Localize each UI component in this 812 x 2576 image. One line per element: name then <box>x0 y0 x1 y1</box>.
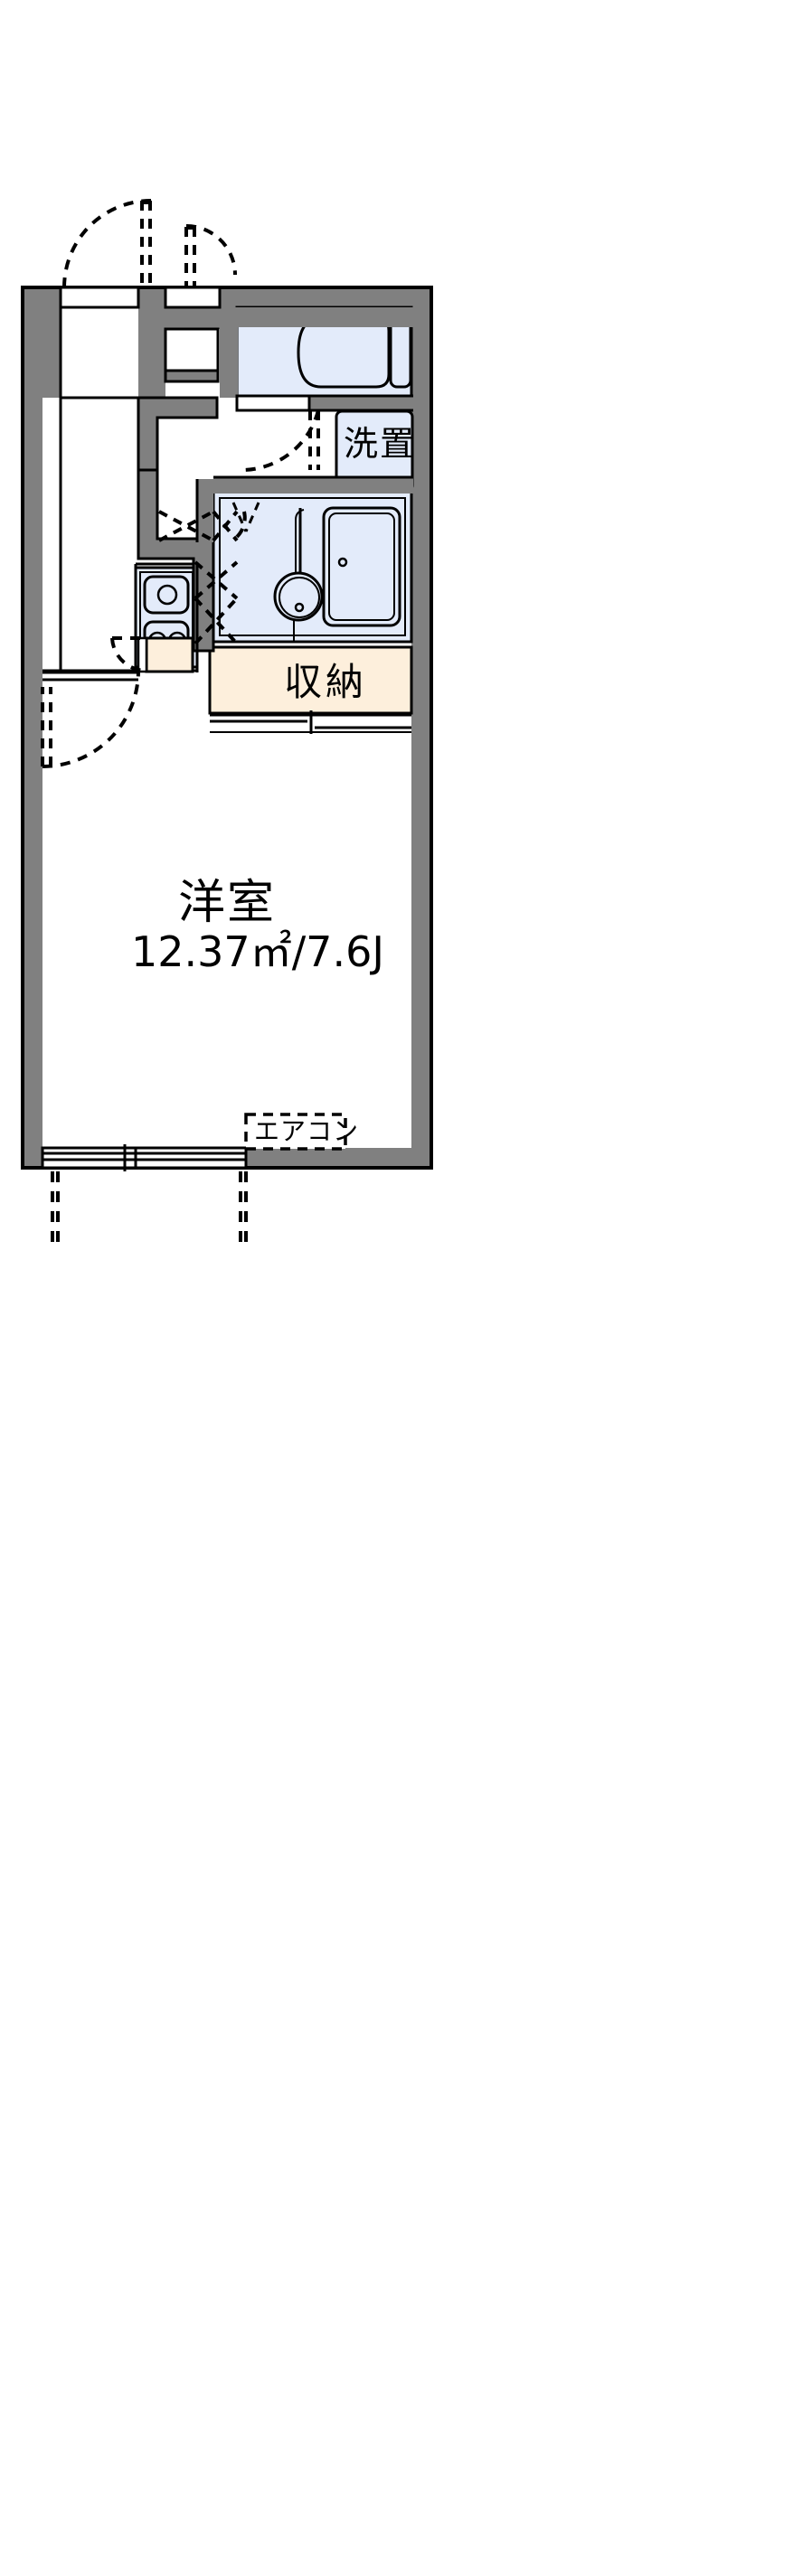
shoe-cupboard <box>137 636 194 673</box>
toilet-door-inner[interactable] <box>238 409 320 473</box>
unit-bath <box>212 490 413 644</box>
bath-sink <box>273 508 324 642</box>
entry-window <box>59 286 222 309</box>
closet-sliding-marks <box>158 510 239 645</box>
page-title: 洋室 <box>178 876 277 930</box>
aircon-label: エアコン <box>254 1116 360 1146</box>
main-room-area-label: 12.37㎡/7.6J <box>131 927 384 976</box>
interior-walls <box>42 307 413 685</box>
bathtub <box>322 506 401 627</box>
closet-sliding-door[interactable] <box>210 710 411 734</box>
washer-space-label: 洗置 <box>344 424 417 464</box>
balcony-window[interactable] <box>41 1144 248 1246</box>
shoe-cupboard-door[interactable] <box>110 636 146 672</box>
door-swings <box>41 199 320 768</box>
storage-label: 収納 <box>284 660 368 704</box>
toilet-door[interactable] <box>184 224 237 287</box>
room-door[interactable] <box>41 670 140 768</box>
bath-door[interactable] <box>235 511 247 539</box>
storage-closet <box>208 645 413 734</box>
toilet-fixture <box>297 316 412 389</box>
entrance-door[interactable] <box>62 199 152 288</box>
aircon-marker <box>244 1113 347 1151</box>
